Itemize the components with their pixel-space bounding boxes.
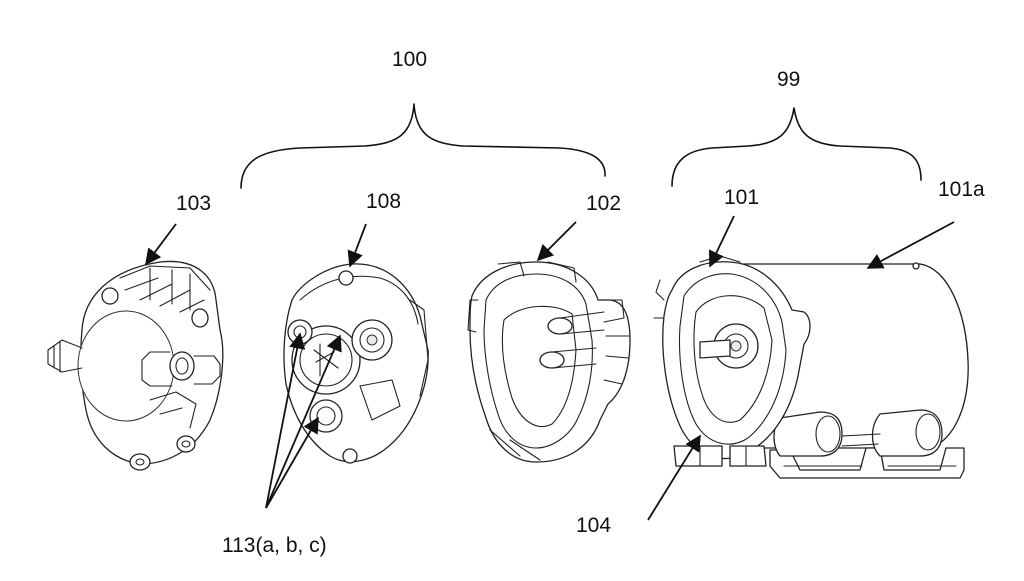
arrow-108 — [347, 223, 367, 268]
arrow-113b — [265, 334, 342, 509]
label-108: 108 — [366, 190, 401, 213]
arrow-113c — [265, 416, 319, 509]
part-108-valve-plate — [283, 263, 429, 464]
label-101a: 101a — [938, 178, 985, 201]
arrow-101a — [866, 221, 955, 269]
arrow-103 — [145, 223, 177, 266]
arrow-101 — [709, 215, 735, 268]
part-101-front-plate — [653, 255, 811, 467]
label-100: 100 — [392, 48, 427, 71]
label-103: 103 — [176, 192, 211, 215]
label-102: 102 — [586, 192, 621, 215]
arrow-102 — [536, 221, 577, 262]
brace-assembly-100 — [240, 103, 606, 189]
label-101: 101 — [724, 186, 759, 209]
brace-assembly-99 — [671, 107, 922, 187]
arrow-113a — [265, 332, 306, 509]
label-113: 113(a, b, c) — [222, 534, 327, 557]
label-99: 99 — [777, 68, 800, 91]
arrow-104 — [647, 434, 701, 521]
part-102-housing-frame — [467, 261, 631, 463]
label-104: 104 — [576, 514, 611, 537]
part-103-end-cover — [47, 260, 224, 471]
